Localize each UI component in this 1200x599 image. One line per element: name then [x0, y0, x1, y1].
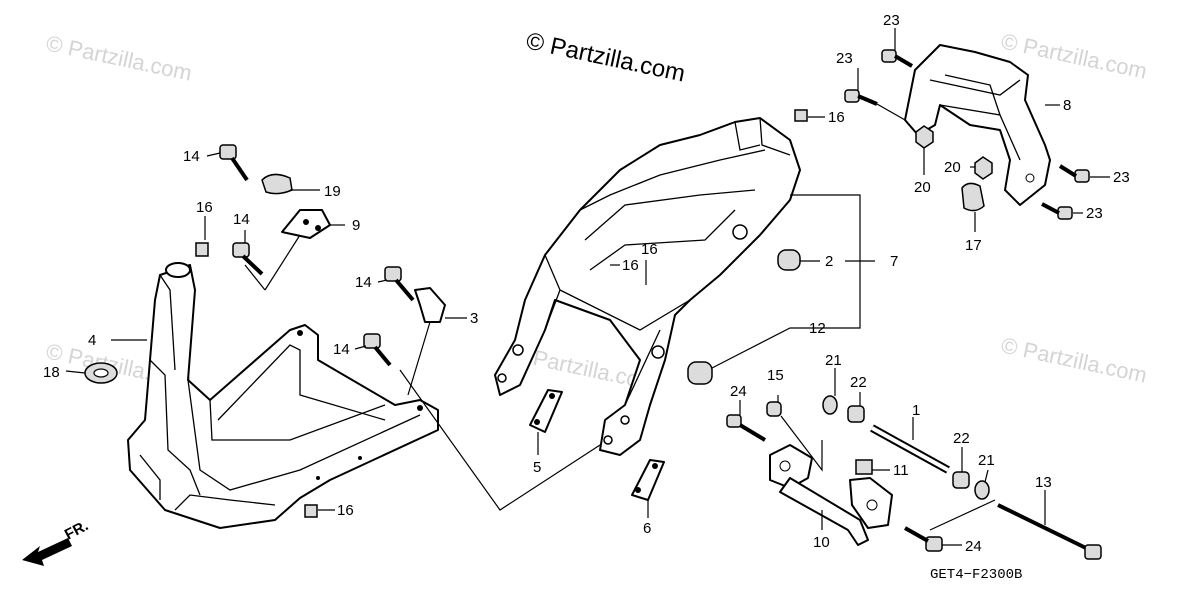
callout-23-b: 23: [836, 50, 853, 67]
part-5-plate: [529, 389, 563, 433]
front-direction-arrow: FR.: [22, 517, 91, 566]
callout-10: 10: [813, 534, 830, 551]
callout-15: 15: [767, 367, 784, 384]
part-24-bolt-b: [904, 526, 943, 552]
callout-19: 19: [324, 183, 341, 200]
callout-20-a: 20: [914, 179, 931, 196]
callout-14-c: 14: [355, 274, 372, 291]
callout-13: 13: [1035, 474, 1052, 491]
watermark-top-left: © Partzilla.com: [44, 30, 194, 85]
leader-lines: [65, 28, 1110, 546]
part-13-bolt: [997, 503, 1102, 560]
part-17-clamp: [961, 182, 985, 212]
part-10-stand: [769, 444, 893, 546]
callout-18: 18: [43, 364, 60, 381]
callouts: 1 2 3 4 5 6 7 8 9 10 11 12 13 14 14 14 1…: [43, 12, 1130, 555]
watermark-main: © Partzilla.com: [524, 27, 688, 87]
callout-23-a: 23: [883, 12, 900, 29]
callout-17: 17: [965, 237, 982, 254]
callout-4: 4: [88, 332, 96, 349]
callout-14-a: 14: [183, 148, 200, 165]
part-23-bolt-d: [1041, 202, 1073, 220]
callout-20-b: 20: [944, 159, 961, 176]
callout-24-a: 24: [730, 383, 747, 400]
part-14-bolt-b: [232, 242, 264, 276]
part-21-washer-b: [974, 480, 990, 500]
callout-2: 2: [825, 253, 833, 270]
part-11-clip: [855, 459, 873, 475]
part-6-plate: [631, 459, 665, 501]
part-14-bolt-a: [219, 144, 249, 182]
part-8-bracket: [904, 44, 1051, 206]
part-21-washer-a: [822, 395, 838, 415]
clip-16-b: [304, 504, 318, 518]
callout-16-e: 16: [828, 109, 845, 126]
callout-5: 5: [533, 459, 541, 476]
part-18-ring: [84, 362, 118, 384]
callout-21-b: 21: [978, 452, 995, 469]
part-23-bolt-b: [844, 89, 878, 106]
part-15-collar: [766, 401, 782, 417]
callout-7: 7: [890, 253, 898, 270]
callout-14-b: 14: [233, 211, 250, 228]
callout-22-a: 22: [850, 374, 867, 391]
callout-16-b: 16: [337, 502, 354, 519]
part-2-bushing: [777, 249, 801, 271]
diagram-code: GET4−F2300B: [930, 567, 1022, 583]
callout-14-d: 14: [333, 341, 350, 358]
callout-16-d: 16: [641, 241, 658, 258]
callout-23-c: 23: [1113, 169, 1130, 186]
callout-9: 9: [352, 217, 360, 234]
part-22-spacer-b: [952, 471, 970, 489]
part-22-spacer-a: [847, 405, 865, 423]
part-23-bolt-a: [881, 49, 914, 68]
part-20-nut-b: [974, 156, 993, 180]
part-24-bolt-a: [726, 414, 767, 442]
part-19-clamp: [261, 173, 293, 195]
callout-21-a: 21: [825, 352, 842, 369]
callout-16-a: 16: [196, 199, 213, 216]
clip-16-a: [195, 242, 209, 257]
front-frame: [127, 262, 439, 529]
callout-23-d: 23: [1086, 205, 1103, 222]
rear-frame: [494, 117, 801, 456]
callout-3: 3: [470, 310, 478, 327]
part-14-bolt-c: [384, 266, 415, 302]
clip-16-e: [794, 109, 808, 122]
part-12-bushing: [687, 361, 713, 385]
callout-6: 6: [643, 520, 651, 537]
callout-12: 12: [809, 320, 826, 337]
callout-8: 8: [1063, 97, 1071, 114]
part-23-bolt-c: [1058, 164, 1090, 183]
part-9-bracket: [281, 209, 331, 239]
part-3-bracket: [414, 287, 446, 323]
callout-1: 1: [912, 402, 920, 419]
part-14-bolt-d: [363, 333, 392, 367]
callout-24-b: 24: [965, 538, 982, 555]
part-20-nut-a: [915, 125, 934, 149]
callout-16-c: 16: [622, 257, 639, 274]
watermark-mid-right: © Partzilla.com: [999, 332, 1149, 387]
callout-22-b: 22: [953, 430, 970, 447]
callout-11: 11: [893, 462, 909, 479]
